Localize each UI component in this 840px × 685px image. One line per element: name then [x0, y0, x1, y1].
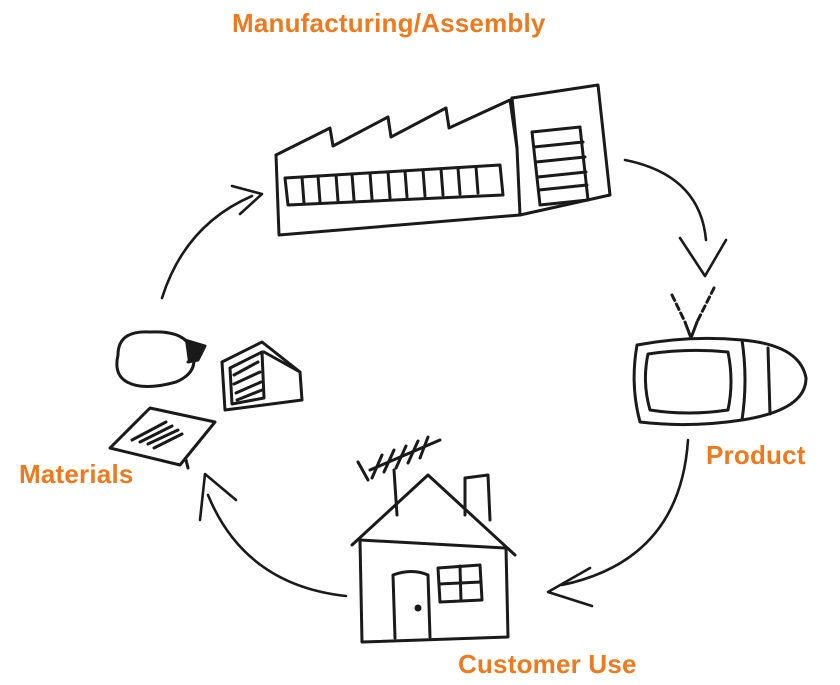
- arrow-head-customer-to-materials: [198, 472, 238, 522]
- arrow-customer-to-materials: [206, 493, 348, 598]
- arrow-head-product-to-customer: [546, 566, 594, 608]
- house-icon: [350, 435, 517, 644]
- arrow-factory-to-product: [623, 158, 708, 242]
- flow-arrows: [160, 158, 728, 608]
- arrow-head-factory-to-product: [678, 236, 728, 278]
- stage-label-materials: Materials: [19, 459, 134, 489]
- stage-label-manufacturing: Manufacturing/Assembly: [232, 8, 546, 38]
- stage-label-product: Product: [706, 440, 806, 470]
- arrow-materials-to-factory: [160, 194, 254, 300]
- television-icon: [632, 286, 808, 427]
- stage-label-customer-use: Customer Use: [458, 649, 637, 679]
- arrow-product-to-customer: [560, 438, 690, 587]
- factory-icon: [274, 83, 612, 237]
- raw-materials-icon: [108, 330, 304, 470]
- arrow-head-materials-to-factory: [230, 184, 264, 216]
